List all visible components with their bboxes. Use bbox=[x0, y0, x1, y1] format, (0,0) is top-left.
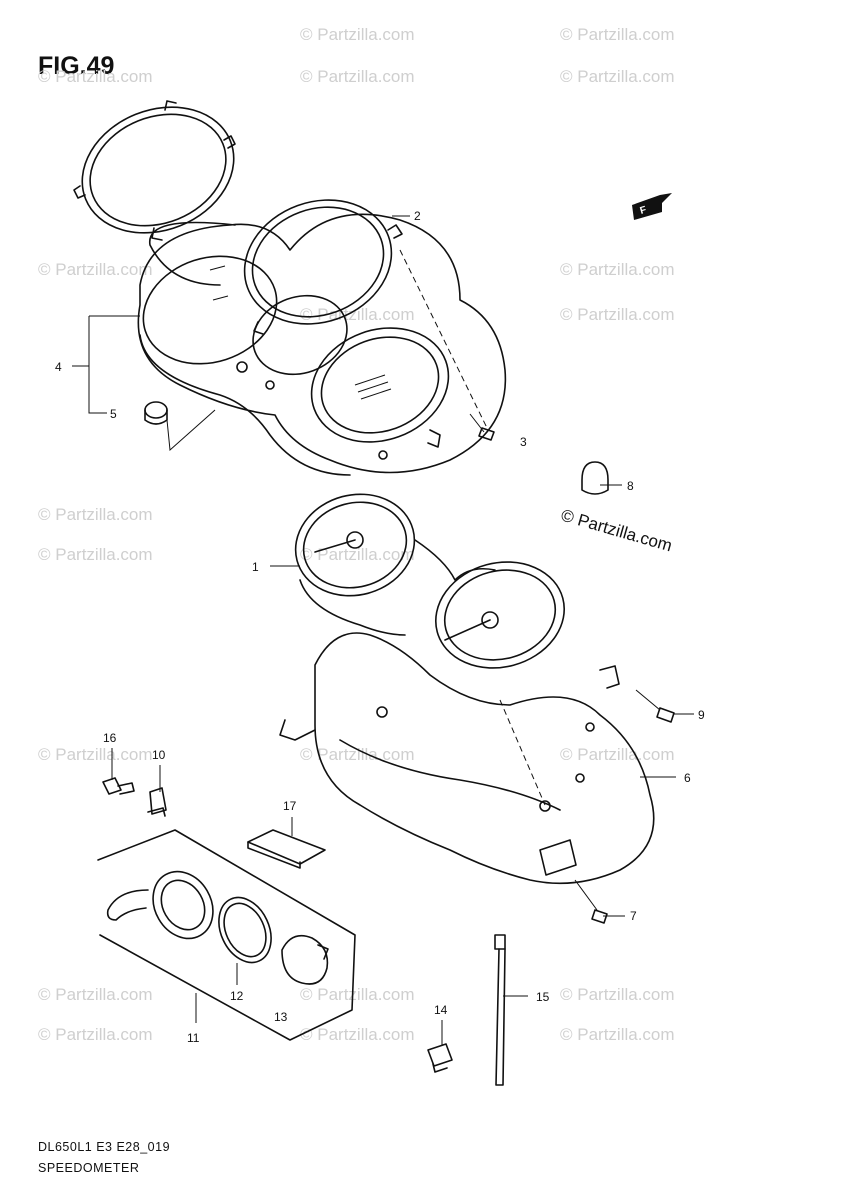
figure-title: FIG.49 bbox=[38, 52, 115, 80]
callout-1: 1 bbox=[252, 560, 259, 574]
front-direction-arrow: F bbox=[632, 193, 672, 220]
bolt-16-icon bbox=[102, 777, 135, 795]
callout-8: 8 bbox=[627, 479, 634, 493]
o-ring-12-icon bbox=[218, 896, 272, 964]
callout-3: 3 bbox=[520, 435, 527, 449]
callout-5: 5 bbox=[110, 407, 117, 421]
callout-14: 14 bbox=[434, 1003, 448, 1017]
watermark-text: © Partzilla.com bbox=[560, 67, 675, 86]
watermark-text: © Partzilla.com bbox=[300, 745, 415, 764]
rubber-cap-icon bbox=[581, 461, 609, 495]
assembly-reference-line bbox=[499, 699, 546, 806]
watermark-text: © Partzilla.com bbox=[300, 25, 415, 44]
watermark-text: © Partzilla.com bbox=[560, 260, 675, 279]
holder-13-icon bbox=[281, 934, 329, 985]
watermark-text: © Partzilla.com bbox=[38, 505, 153, 524]
callout-11: 11 bbox=[187, 1031, 200, 1045]
meter-case-lower bbox=[279, 632, 655, 885]
watermark-text: © Partzilla.com bbox=[38, 1025, 153, 1044]
watermark-text: © Partzilla.com bbox=[560, 985, 675, 1004]
screw-7-icon bbox=[574, 879, 608, 924]
clip-10-icon bbox=[147, 787, 167, 817]
screw-3-icon bbox=[469, 413, 495, 441]
group-11-outline bbox=[97, 829, 356, 1041]
label-17-icon bbox=[247, 829, 326, 869]
callout-7: 7 bbox=[630, 909, 637, 923]
cable-tie-15-icon bbox=[494, 934, 506, 1086]
meter-case-upper bbox=[137, 213, 507, 476]
watermark-text: © Partzilla.com bbox=[300, 1025, 415, 1044]
callout-6: 6 bbox=[684, 771, 691, 785]
assembly-reference-line bbox=[399, 249, 489, 431]
screw-9-icon bbox=[635, 689, 675, 723]
clamp-14-icon bbox=[427, 1043, 453, 1073]
watermark-text: © Partzilla.com bbox=[559, 506, 674, 556]
callout-9: 9 bbox=[698, 708, 705, 722]
socket-11-icon bbox=[106, 870, 214, 940]
watermark-text: © Partzilla.com bbox=[38, 745, 153, 764]
callout-2: 2 bbox=[414, 209, 421, 223]
speedometer-bezel-ring bbox=[149, 199, 403, 335]
watermark-text: © Partzilla.com bbox=[38, 67, 153, 86]
watermark-text: © Partzilla.com bbox=[300, 545, 415, 564]
callout-15: 15 bbox=[536, 990, 550, 1004]
watermark-text: © Partzilla.com bbox=[560, 1025, 675, 1044]
watermark-text: © Partzilla.com bbox=[300, 67, 415, 86]
watermark-text: © Partzilla.com bbox=[38, 545, 153, 564]
callout-12: 12 bbox=[230, 989, 244, 1003]
watermark-text: © Partzilla.com bbox=[300, 305, 415, 324]
front-direction-label: F bbox=[639, 205, 648, 217]
callout-labels: 1 2 3 4 5 6 7 8 9 10 11 12 13 14 15 16 1… bbox=[55, 209, 705, 1045]
grommet-icon bbox=[144, 401, 216, 452]
watermark-text: © Partzilla.com bbox=[38, 260, 153, 279]
model-code: DL650L1 E3 E28_019 bbox=[38, 1140, 171, 1154]
watermark-text: © Partzilla.com bbox=[560, 305, 675, 324]
leader-lines bbox=[72, 215, 694, 1046]
callout-16: 16 bbox=[103, 731, 117, 745]
callout-10: 10 bbox=[152, 748, 166, 762]
watermark-layer: © Partzilla.com © Partzilla.com © Partzi… bbox=[38, 25, 675, 1044]
watermark-text: © Partzilla.com bbox=[560, 745, 675, 764]
section-name: SPEEDOMETER bbox=[38, 1161, 140, 1175]
meter-dial-assembly bbox=[294, 493, 566, 669]
callout-13: 13 bbox=[274, 1010, 288, 1024]
watermark-text: © Partzilla.com bbox=[560, 25, 675, 44]
callout-4: 4 bbox=[55, 360, 62, 374]
callout-17: 17 bbox=[283, 799, 297, 813]
watermark-text: © Partzilla.com bbox=[300, 985, 415, 1004]
watermark-text: © Partzilla.com bbox=[38, 985, 153, 1004]
meter-gasket-ring bbox=[73, 100, 236, 241]
